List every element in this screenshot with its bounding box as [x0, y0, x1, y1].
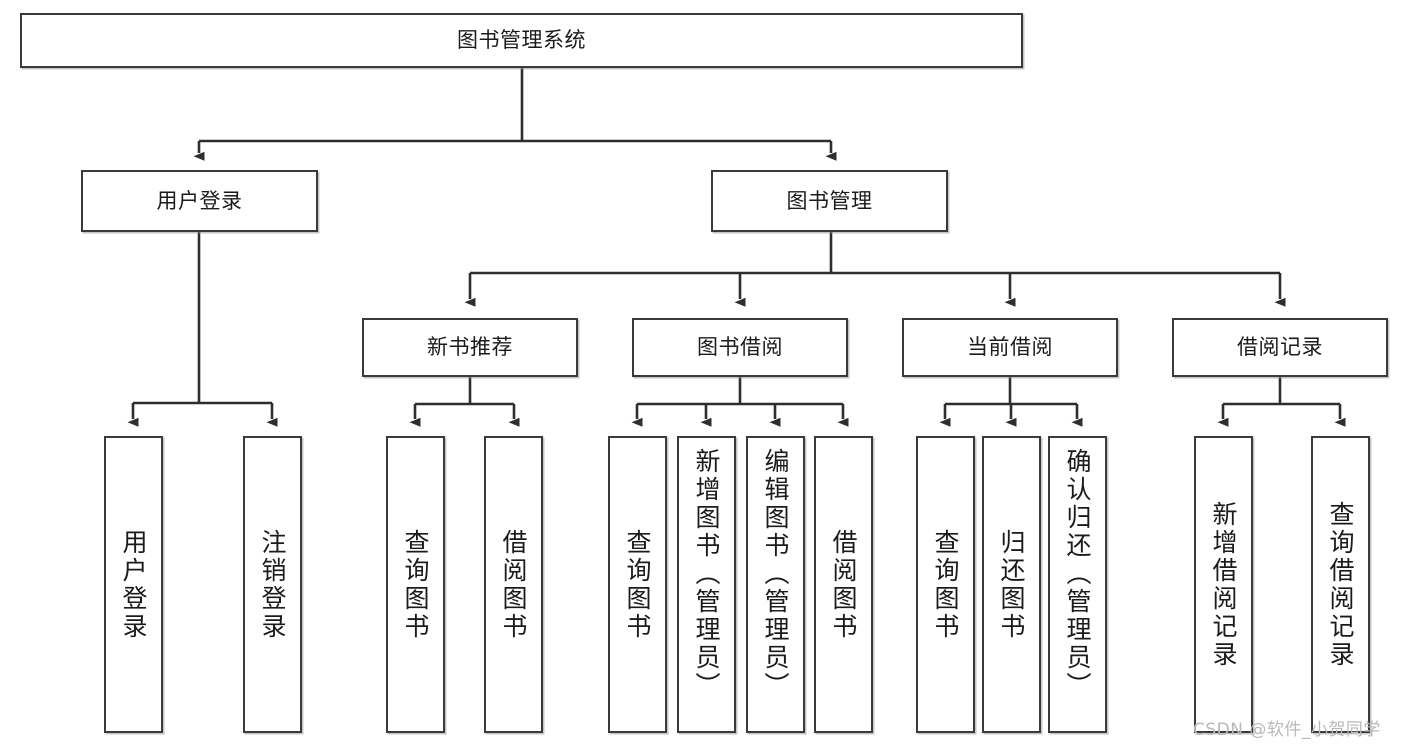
node-label: 注销登录	[258, 528, 287, 641]
node-label: 新增图书（管理员）	[692, 448, 721, 700]
node-new-book-recommendation[interactable]: 新书推荐	[362, 318, 578, 377]
node-label: 图书借阅	[697, 335, 783, 360]
node-label: 归还图书	[997, 528, 1026, 641]
node-leaf-borrow-book-borrowing[interactable]: 借阅图书	[814, 436, 873, 733]
node-leaf-confirm-return-admin[interactable]: 确认归还（管理员）	[1048, 436, 1107, 733]
node-label: 借阅图书	[829, 528, 858, 641]
node-label: 借阅记录	[1237, 335, 1323, 360]
node-label: 图书管理	[786, 188, 873, 213]
node-leaf-add-borrow-record[interactable]: 新增借阅记录	[1194, 436, 1253, 733]
node-leaf-edit-book-admin[interactable]: 编辑图书（管理员）	[746, 436, 805, 733]
node-book-management[interactable]: 图书管理	[711, 170, 948, 232]
node-leaf-logout[interactable]: 注销登录	[243, 436, 302, 733]
node-book-borrowing[interactable]: 图书借阅	[632, 318, 848, 377]
node-borrowing-record[interactable]: 借阅记录	[1172, 318, 1388, 377]
node-label: 查询借阅记录	[1326, 500, 1355, 669]
node-leaf-query-book-borrowing[interactable]: 查询图书	[608, 436, 667, 733]
node-leaf-user-login[interactable]: 用户登录	[104, 436, 163, 733]
node-leaf-return-book[interactable]: 归还图书	[982, 436, 1041, 733]
node-label: 当前借阅	[967, 335, 1053, 360]
node-leaf-query-book-current[interactable]: 查询图书	[916, 436, 975, 733]
node-label: 查询图书	[931, 528, 960, 641]
node-leaf-query-book-recommendation[interactable]: 查询图书	[386, 436, 445, 733]
node-label: 新书推荐	[427, 335, 513, 360]
node-label: 借阅图书	[499, 528, 528, 641]
node-leaf-query-borrow-record[interactable]: 查询借阅记录	[1311, 436, 1370, 733]
node-label: 图书管理系统	[457, 28, 586, 53]
node-label: 查询图书	[401, 528, 430, 641]
node-current-borrowing[interactable]: 当前借阅	[902, 318, 1118, 377]
node-label: 用户登录	[119, 528, 148, 641]
node-root-book-management-system[interactable]: 图书管理系统	[20, 13, 1023, 68]
node-leaf-add-book-admin[interactable]: 新增图书（管理员）	[677, 436, 736, 733]
node-label: 查询图书	[623, 528, 652, 641]
csdn-watermark: CSDN @软件_小贺同学	[1193, 720, 1381, 740]
node-label: 确认归还（管理员）	[1063, 448, 1092, 700]
node-user-login[interactable]: 用户登录	[81, 170, 318, 232]
node-label: 编辑图书（管理员）	[761, 448, 790, 700]
node-label: 新增借阅记录	[1209, 500, 1238, 669]
node-leaf-borrow-book-recommendation[interactable]: 借阅图书	[484, 436, 543, 733]
node-label: 用户登录	[156, 188, 243, 213]
